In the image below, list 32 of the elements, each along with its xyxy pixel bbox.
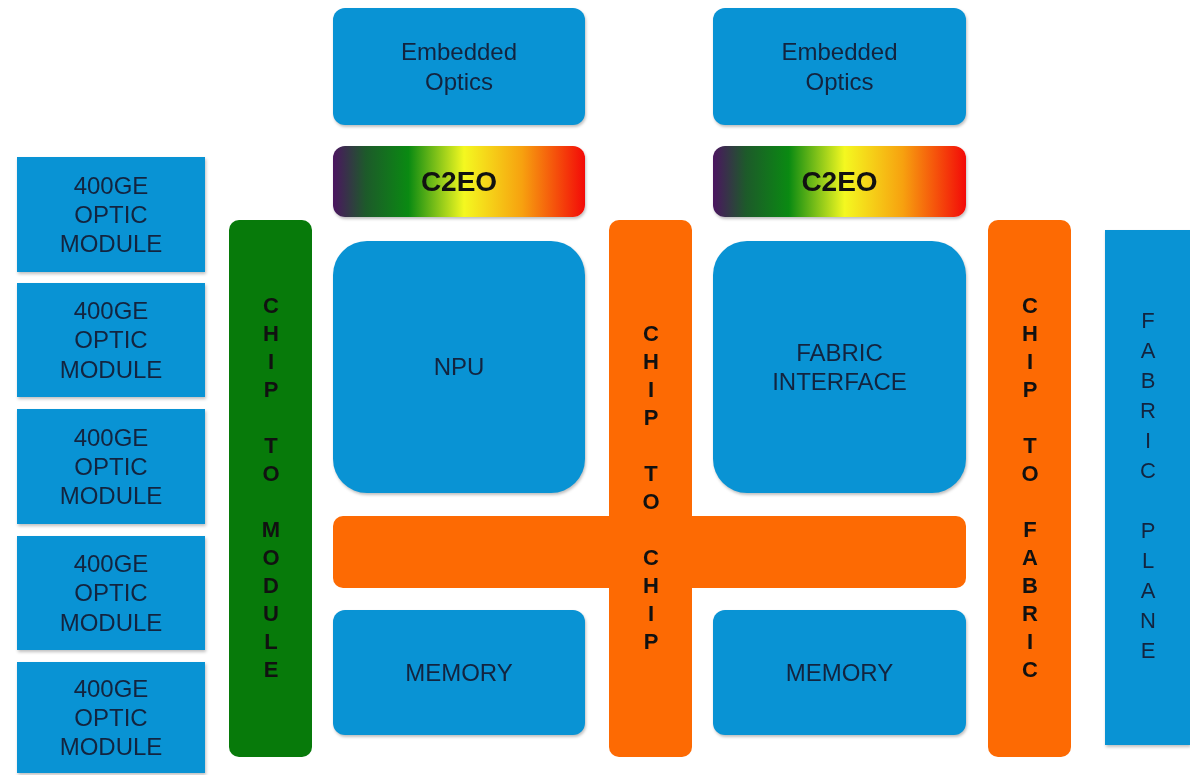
vertical-bus-bar [229,220,312,757]
memory-box [713,610,966,735]
block-label: NPU [433,352,485,382]
vertical-bus-bar [609,220,692,757]
box-label: 400GE OPTIC MODULE [58,549,164,637]
box-label: MEMORY [785,657,894,688]
gradient-bar [333,146,585,217]
box-label: 400GE OPTIC MODULE [58,296,164,384]
module-box [17,157,205,272]
box-label: 400GE OPTIC MODULE [58,170,164,259]
plane-panel [1105,230,1190,745]
processor-block [333,241,585,493]
block-label: FABRIC INTERFACE [771,337,908,397]
box-label: MEMORY [405,657,513,688]
box-label: Embedded Optics [780,37,899,96]
module-box [17,409,205,524]
module-box [17,536,205,650]
vertical-label: CHIP TO CHIP [639,320,662,657]
box-label: 400GE OPTIC MODULE [58,673,164,762]
box-label: Embedded Optics [399,37,519,96]
optics-box [713,8,966,125]
module-box [17,283,205,397]
vertical-label: FABRIC PLANE [1136,307,1159,668]
memory-box [333,610,585,735]
vertical-label: CHIP TO MODULE [259,292,282,685]
optics-box [333,8,585,125]
vertical-bus-bar [988,220,1071,757]
module-box [17,662,205,773]
gradient-bar [713,146,966,217]
vertical-label: CHIP TO FABRIC [1018,292,1041,685]
box-label: 400GE OPTIC MODULE [58,422,164,511]
interface-block [713,241,966,493]
